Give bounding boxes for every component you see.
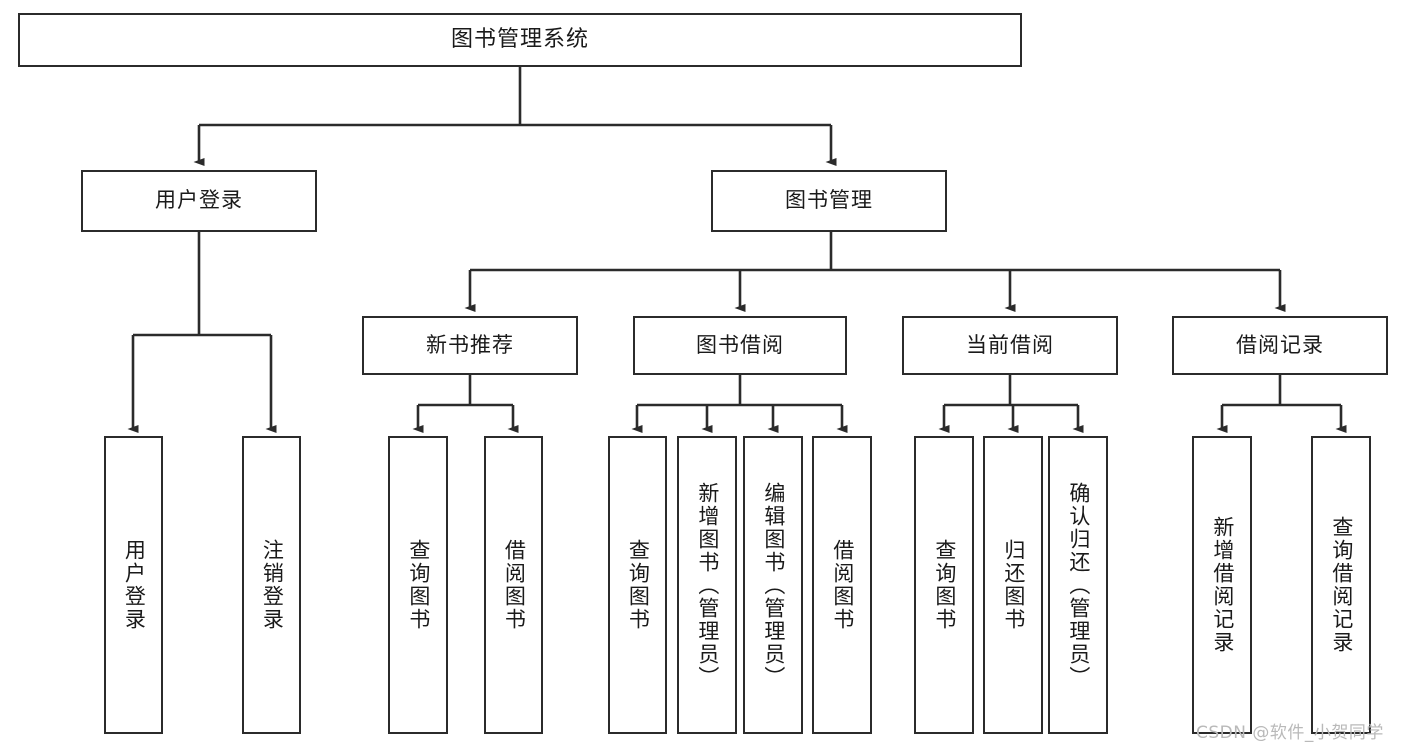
leaf-label: 注销登录 <box>260 539 285 631</box>
node-label: 图书管理系统 <box>450 26 589 52</box>
node-book-borrow[interactable]: 图书借阅 <box>633 316 847 375</box>
leaf-book-borrow-edit-book[interactable]: 编辑图书（管理员） <box>743 436 803 734</box>
leaf-label: 查询借阅记录 <box>1329 516 1354 654</box>
node-label: 借阅记录 <box>1236 332 1324 357</box>
leaf-label: 查询图书 <box>406 539 431 631</box>
node-label: 新书推荐 <box>426 332 514 357</box>
leaf-borrow-record-add-record[interactable]: 新增借阅记录 <box>1192 436 1252 734</box>
node-new-book-recommend[interactable]: 新书推荐 <box>362 316 578 375</box>
leaf-label: 查询图书 <box>932 539 957 631</box>
csdn-watermark: CSDN @软件_小贺同学 <box>1196 723 1384 743</box>
leaf-label: 新增图书（管理员） <box>695 481 720 689</box>
node-label: 当前借阅 <box>966 332 1054 357</box>
leaf-current-borrow-return-book[interactable]: 归还图书 <box>983 436 1043 734</box>
node-root-library-system[interactable]: 图书管理系统 <box>18 13 1022 67</box>
leaf-user-login-logout[interactable]: 注销登录 <box>242 436 301 734</box>
leaf-borrow-record-query-record[interactable]: 查询借阅记录 <box>1311 436 1371 734</box>
node-book-management[interactable]: 图书管理 <box>711 170 947 232</box>
leaf-new-book-query-book[interactable]: 查询图书 <box>388 436 448 734</box>
leaf-book-borrow-query-book[interactable]: 查询图书 <box>608 436 667 734</box>
leaf-label: 确认归还（管理员） <box>1066 481 1091 689</box>
leaf-new-book-borrow-book[interactable]: 借阅图书 <box>484 436 543 734</box>
node-user-login[interactable]: 用户登录 <box>81 170 317 232</box>
node-current-borrow[interactable]: 当前借阅 <box>902 316 1118 375</box>
leaf-label: 编辑图书（管理员） <box>761 481 786 689</box>
leaf-label: 归还图书 <box>1001 539 1026 631</box>
leaf-book-borrow-add-book[interactable]: 新增图书（管理员） <box>677 436 737 734</box>
node-label: 图书管理 <box>785 188 873 213</box>
leaf-book-borrow-borrow-book[interactable]: 借阅图书 <box>812 436 872 734</box>
leaf-user-login-login[interactable]: 用户登录 <box>104 436 163 734</box>
leaf-label: 用户登录 <box>122 539 147 631</box>
leaf-current-borrow-query-book[interactable]: 查询图书 <box>914 436 974 734</box>
node-borrow-record[interactable]: 借阅记录 <box>1172 316 1388 375</box>
leaf-label: 借阅图书 <box>502 539 527 631</box>
node-label: 图书借阅 <box>696 332 784 357</box>
leaf-label: 借阅图书 <box>830 539 855 631</box>
leaf-current-borrow-confirm-return[interactable]: 确认归还（管理员） <box>1048 436 1108 734</box>
leaf-label: 查询图书 <box>626 539 651 631</box>
node-label: 用户登录 <box>155 188 243 213</box>
leaf-label: 新增借阅记录 <box>1210 516 1235 654</box>
